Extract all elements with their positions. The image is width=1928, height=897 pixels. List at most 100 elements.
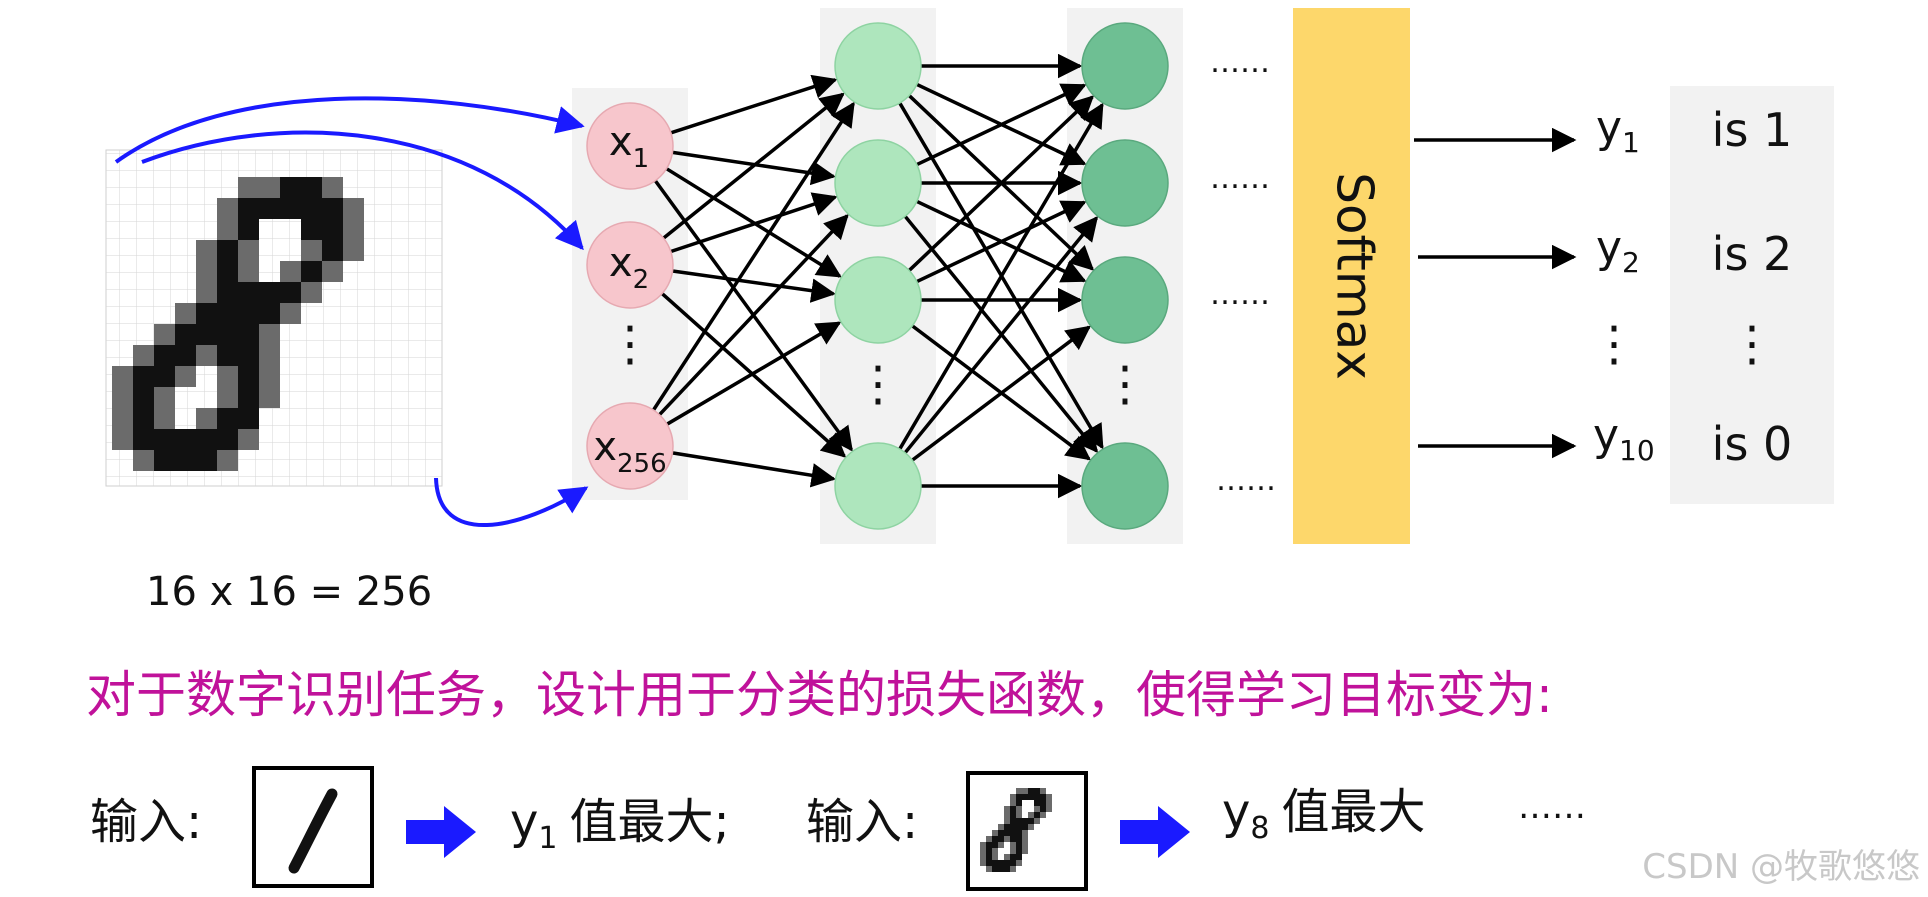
- digit-pixel: [175, 324, 196, 345]
- digit-pixel: [1004, 824, 1010, 830]
- digit-pixel: [154, 429, 175, 450]
- digit-grid-image: [105, 149, 443, 487]
- block-arrow-2: [1120, 806, 1190, 858]
- digit-pixel: [175, 345, 196, 366]
- digit-pixel: [238, 261, 259, 282]
- digit-pixel: [322, 261, 343, 282]
- hidden2-node-1: [1081, 139, 1169, 227]
- digit-pixel: [301, 177, 322, 198]
- digit-pixel: [1016, 800, 1022, 806]
- hidden1-node-2: [834, 256, 922, 344]
- digit-pixel: [1022, 788, 1028, 794]
- digit-pixel: [259, 198, 280, 219]
- hidden1-vertical-dots: ⋮: [854, 356, 902, 412]
- digit-pixel: [1004, 812, 1010, 818]
- digit-pixel: [238, 324, 259, 345]
- digit-pixel: [1010, 824, 1016, 830]
- digit-pixel: [217, 219, 238, 240]
- digit-pixel: [1016, 848, 1022, 854]
- edge-l2-2-1: [916, 200, 1087, 284]
- digit-pixel: [1022, 842, 1028, 848]
- digit-pixel: [238, 198, 259, 219]
- watermark: CSDN @牧歌悠悠: [1642, 847, 1920, 887]
- digit-pixel: [175, 366, 196, 387]
- digit-pixel: [196, 261, 217, 282]
- digit-pixel: [238, 219, 259, 240]
- input-node-1: [586, 221, 674, 309]
- curve-arrow-x256: [434, 477, 589, 527]
- digit-pixel: [217, 198, 238, 219]
- digit-pixel: [196, 429, 217, 450]
- digit-pixel: [1034, 812, 1040, 818]
- digit-pixel: [196, 240, 217, 261]
- digit-pixel: [1022, 818, 1028, 824]
- digit-pixel: [1010, 848, 1016, 854]
- network-nodes: [586, 22, 1169, 530]
- digit-pixel: [133, 345, 154, 366]
- digit-pixel: [217, 261, 238, 282]
- digit-pixel: [301, 198, 322, 219]
- grid-size-caption: 16 x 16 = 256: [146, 569, 432, 615]
- softmax-box: [1293, 8, 1410, 544]
- digit-pixel: [280, 303, 301, 324]
- image-to-input-arrows: [114, 96, 589, 527]
- curve-arrow-x1: [114, 96, 585, 164]
- digit-pixel: [998, 866, 1004, 872]
- digit-pixel: [217, 429, 238, 450]
- digit-pixel: [992, 866, 998, 872]
- softmax-label: Softmax: [1326, 172, 1384, 380]
- digit-eight-pixels: [112, 177, 364, 471]
- layer-continuation-dots: …… …… …… ……: [1210, 45, 1276, 498]
- digit-pixel: [1016, 824, 1022, 830]
- digit-pixel: [280, 177, 301, 198]
- softmax-output-arrows: [1414, 127, 1577, 459]
- digit-pixel: [259, 303, 280, 324]
- digit-pixel: [301, 219, 322, 240]
- digit-pixel: [238, 387, 259, 408]
- digit-pixel: [238, 282, 259, 303]
- digit-pixel: [1004, 818, 1010, 824]
- digit-pixel: [1022, 824, 1028, 830]
- edge-l1-2-1: [658, 213, 849, 416]
- edge-l2-3-1: [903, 215, 1099, 454]
- digit-pixel: [301, 282, 322, 303]
- digit-pixel: [175, 429, 196, 450]
- edge-l1-1-2: [672, 269, 836, 303]
- digit-pixel: [1028, 818, 1034, 824]
- edge-l1-0-0: [670, 74, 838, 135]
- class-label-0: is 0: [1712, 417, 1793, 471]
- digit-pixel: [998, 836, 1004, 842]
- digit-pixel: [1046, 806, 1052, 812]
- network-connections: [652, 53, 1104, 499]
- digit-pixel: [1040, 812, 1046, 818]
- digit-pixel: [217, 366, 238, 387]
- digit-pixel: [986, 836, 992, 842]
- digit-pixel: [217, 282, 238, 303]
- digit-pixel: [238, 345, 259, 366]
- digit-pixel: [1004, 836, 1010, 842]
- example-input-label-1: 输入:: [90, 794, 202, 850]
- digit-pixel: [322, 240, 343, 261]
- hidden2-node-2: [1081, 256, 1169, 344]
- digit-pixel: [992, 830, 998, 836]
- example-digit-eight-image: [966, 771, 1088, 891]
- digit-pixel: [1034, 788, 1040, 794]
- digit-pixel: [1016, 788, 1022, 794]
- digit-pixel: [196, 282, 217, 303]
- digit-pixel: [175, 450, 196, 471]
- task-description: 对于数字识别任务，设计用于分类的损失函数，使得学习目标变为:: [86, 666, 1553, 724]
- digit-pixel: [1010, 830, 1016, 836]
- digit-pixel: [196, 303, 217, 324]
- digit-pixel: [301, 240, 322, 261]
- digit-pixel: [196, 324, 217, 345]
- input-node-labels: x1 x2 x256: [593, 119, 666, 479]
- class-labels: is 1 is 2 is 0: [1712, 103, 1793, 471]
- digit-pixel: [1010, 800, 1016, 806]
- digit-pixel: [238, 429, 259, 450]
- block-arrow-1: [406, 806, 476, 858]
- digit-pixel: [238, 408, 259, 429]
- example-input-label-2: 输入:: [806, 794, 918, 850]
- continuation-dots-1: ……: [1210, 45, 1270, 80]
